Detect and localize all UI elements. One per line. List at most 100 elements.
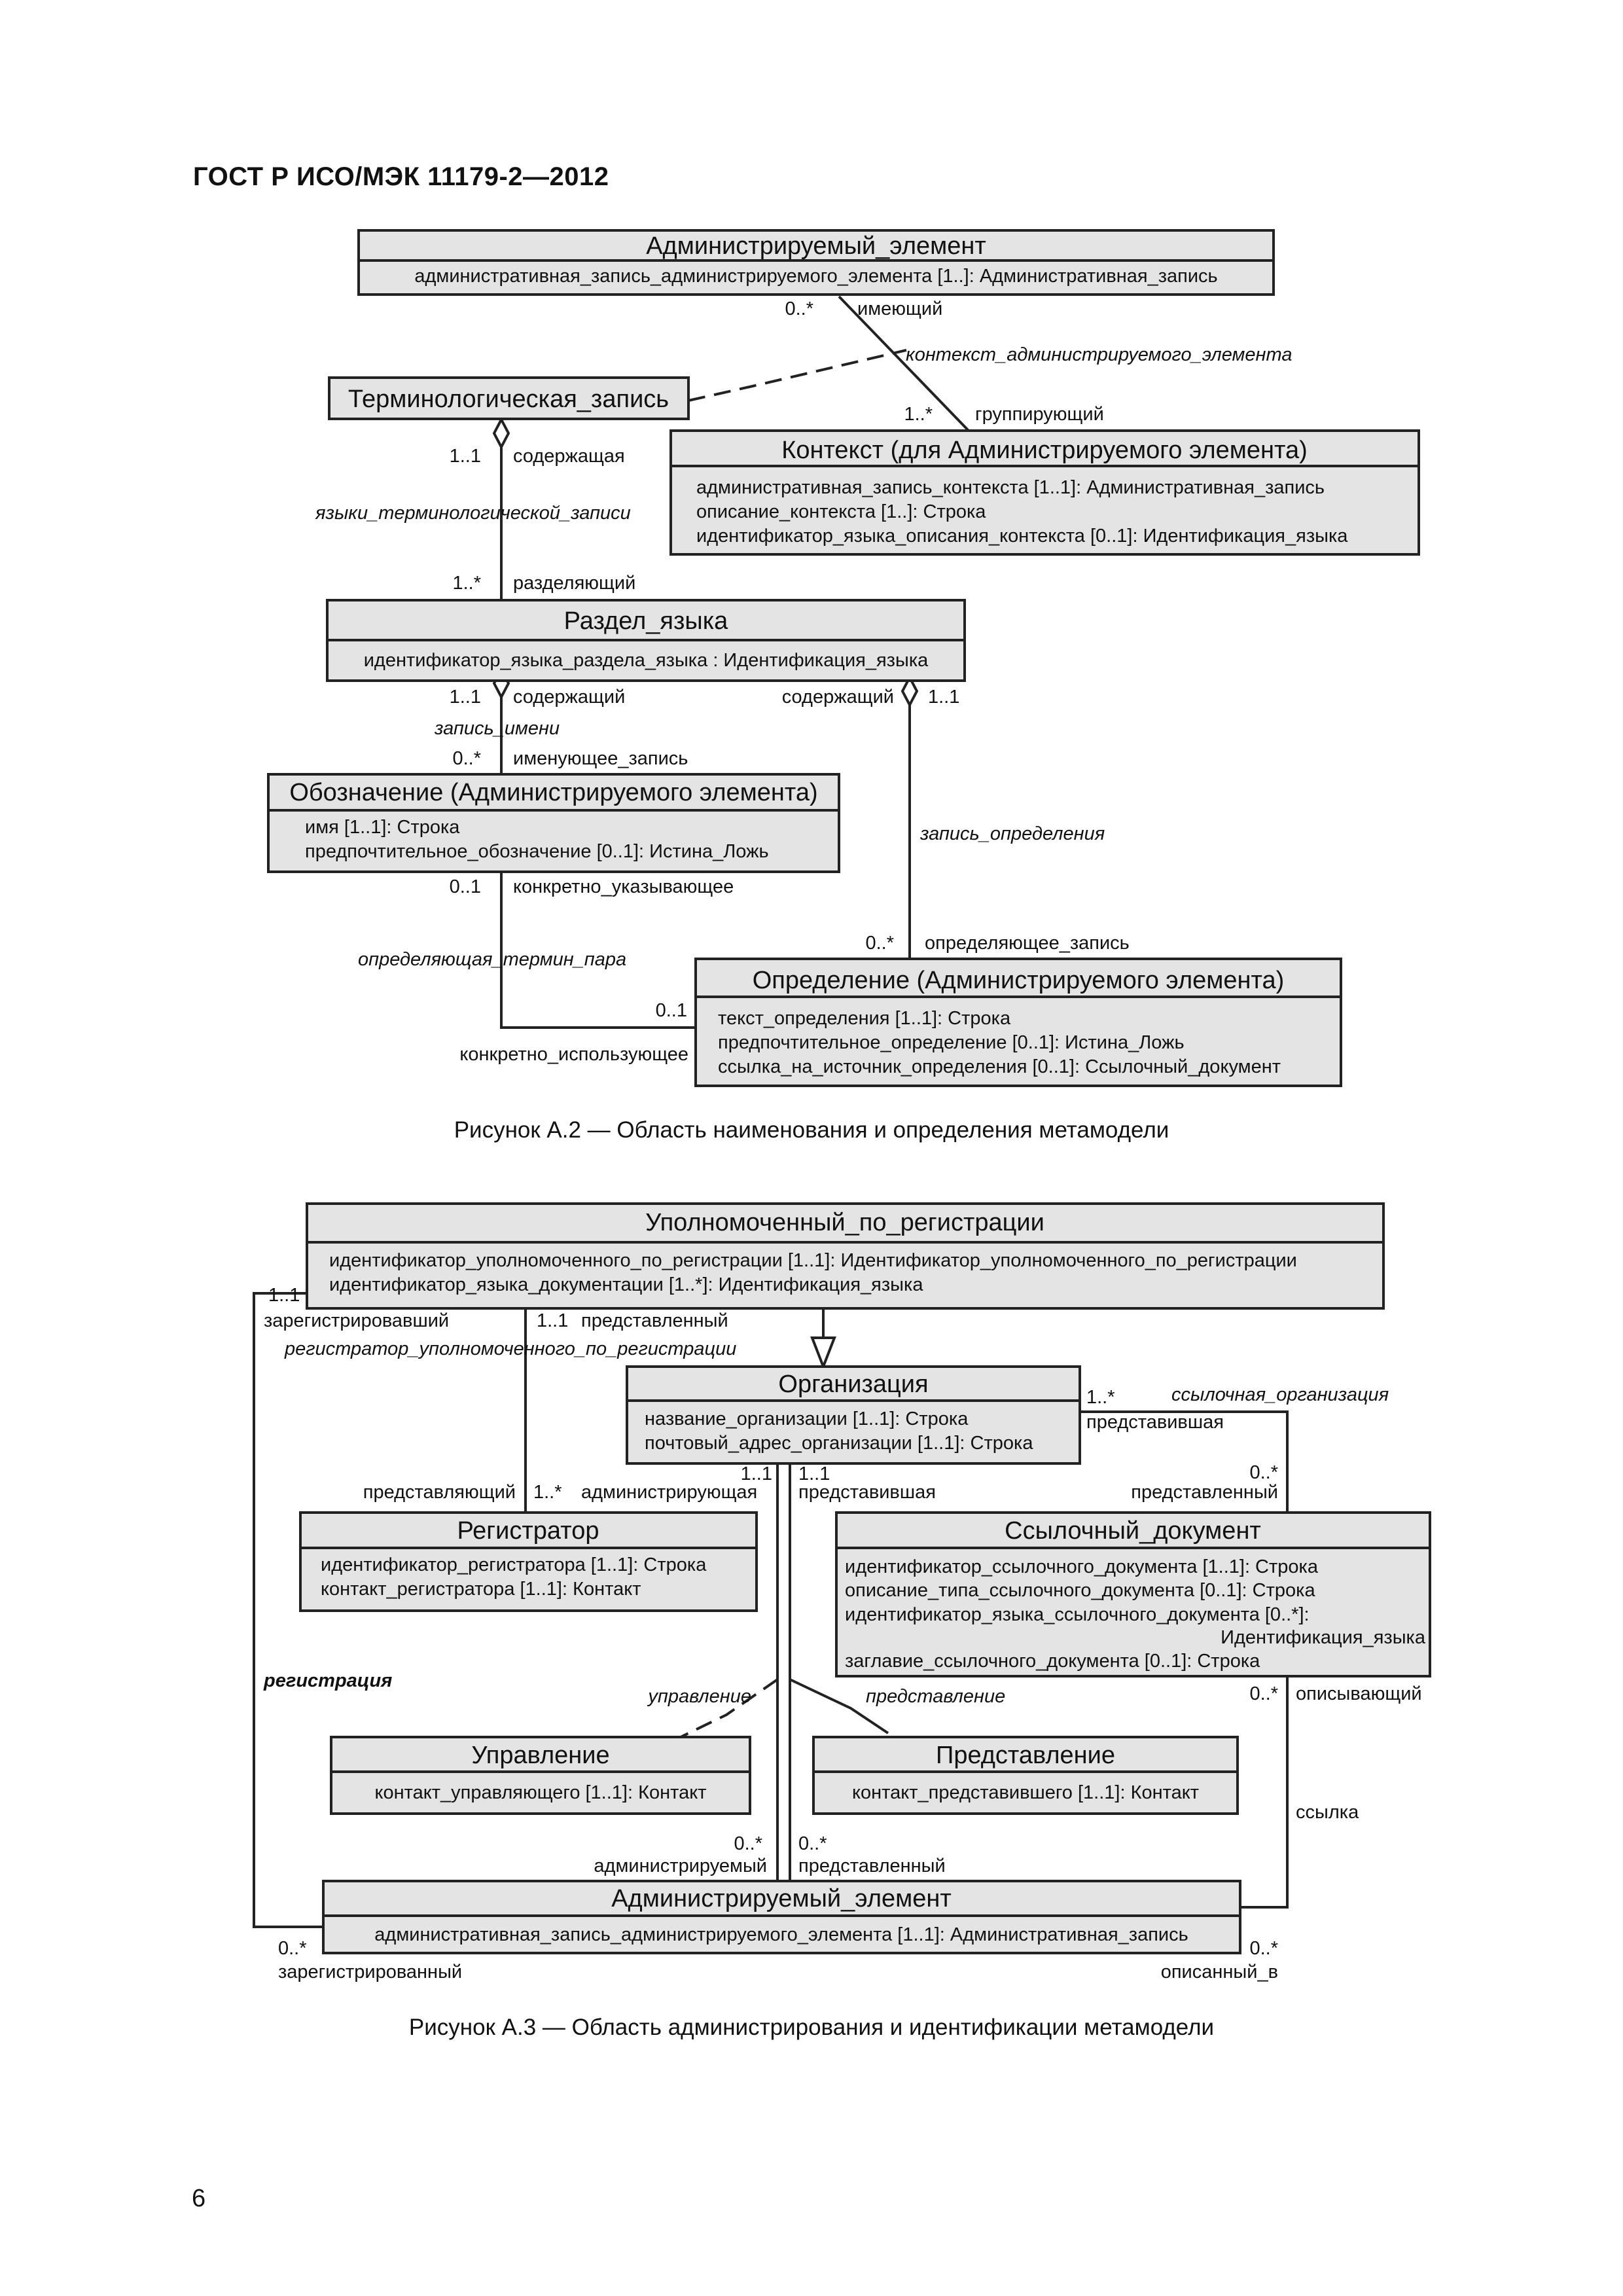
role-label: администрируемый bbox=[594, 1856, 767, 1876]
multiplicity-label: 1..1 bbox=[798, 1463, 830, 1484]
class-box-designation: Обозначение (Администрируемого элемента)… bbox=[267, 773, 840, 873]
role-label: представленный bbox=[798, 1856, 946, 1876]
class-attribute: контакт_регистратора [1..1]: Контакт bbox=[321, 1579, 641, 1600]
association-label: регистрация bbox=[263, 1670, 392, 1691]
role-label: описанный_в bbox=[1161, 1962, 1278, 1982]
class-attribute: предпочтительное_обозначение [0..1]: Ист… bbox=[305, 841, 769, 862]
class-attribute: описание_контекста [1..]: Строка bbox=[696, 501, 986, 522]
association-label: управление bbox=[647, 1686, 751, 1707]
aggregation-diamond bbox=[492, 416, 510, 450]
class-title: Администрируемый_элемент bbox=[611, 1885, 952, 1912]
class-box-reference-document: Ссылочный_документ идентификатор_ссылочн… bbox=[835, 1511, 1431, 1677]
role-label: разделяющий bbox=[513, 573, 635, 594]
assoc-line-reference bbox=[1240, 1676, 1289, 1909]
class-attribute: административная_запись_администрируемог… bbox=[414, 266, 1217, 287]
class-title: Регистратор bbox=[457, 1517, 599, 1545]
assoc-line-ref-org bbox=[1080, 1410, 1289, 1513]
multiplicity-label: 1..* bbox=[904, 404, 933, 425]
multiplicity-label: 1..1 bbox=[537, 1310, 568, 1331]
class-attribute: описание_типа_ссылочного_документа [0..1… bbox=[845, 1580, 1315, 1601]
class-attribute: имя [1..1]: Строка bbox=[305, 817, 460, 838]
multiplicity-label: 0..* bbox=[785, 298, 813, 319]
class-attribute: идентификатор_языка_документации [1..*]:… bbox=[329, 1274, 923, 1295]
multiplicity-label: 0..* bbox=[865, 933, 894, 954]
class-box-registrar: Регистратор идентификатор_регистратора [… bbox=[299, 1511, 758, 1612]
assoc-line-context bbox=[838, 295, 970, 432]
role-label: содержащая bbox=[513, 446, 625, 467]
class-attribute: заглавие_ссылочного_документа [0..1]: Ст… bbox=[845, 1651, 1260, 1672]
multiplicity-label: 1..1 bbox=[450, 687, 481, 708]
class-attribute: почтовый_адрес_организации [1..1]: Строк… bbox=[645, 1433, 1033, 1454]
multiplicity-label: 0..* bbox=[1249, 1683, 1278, 1704]
class-title: Администрируемый_элемент bbox=[646, 232, 986, 260]
role-label: зарегистрированный bbox=[278, 1962, 462, 1982]
role-label: конкретно_использующее bbox=[459, 1044, 688, 1065]
class-attribute: контакт_управляющего [1..1]: Контакт bbox=[374, 1782, 706, 1803]
multiplicity-label: 0..* bbox=[278, 1938, 307, 1959]
class-box-submission: Представление контакт_представившего [1.… bbox=[812, 1736, 1239, 1815]
multiplicity-label: 0..* bbox=[1249, 1462, 1278, 1483]
role-label: зарегистрировавший bbox=[264, 1310, 449, 1331]
role-label: описывающий bbox=[1296, 1683, 1422, 1704]
class-attribute: предпочтительное_определение [0..1]: Ист… bbox=[718, 1032, 1185, 1053]
class-attribute: административная_запись_администрируемог… bbox=[374, 1924, 1188, 1945]
role-label: содержащий bbox=[513, 687, 625, 708]
page-number: 6 bbox=[192, 2185, 206, 2212]
class-box-term-entry: Терминологическая_запись bbox=[328, 376, 690, 420]
multiplicity-label: 1..* bbox=[452, 573, 481, 594]
association-label: определяющая_термин_пара bbox=[358, 949, 626, 970]
class-attribute: идентификатор_языка_раздела_языка : Иден… bbox=[364, 650, 929, 671]
figure-a2: Администрируемый_элемент административна… bbox=[267, 229, 1420, 1087]
class-box-language-section: Раздел_языка идентификатор_языка_раздела… bbox=[326, 599, 966, 682]
figure-caption-a2: Рисунок А.2 — Область наименования и опр… bbox=[454, 1117, 1169, 1143]
class-title: Уполномоченный_по_регистрации bbox=[645, 1209, 1044, 1236]
class-title: Обозначение (Администрируемого элемента) bbox=[289, 779, 817, 806]
assoc-line-registration bbox=[253, 1292, 323, 1928]
association-label: запись_определения bbox=[919, 823, 1105, 844]
role-label: представленный bbox=[1131, 1482, 1278, 1503]
multiplicity-label: 0..* bbox=[798, 1833, 827, 1854]
role-label: именующее_запись bbox=[513, 748, 688, 769]
class-box-registration-authority: Уполномоченный_по_регистрации идентифика… bbox=[306, 1202, 1385, 1310]
role-label: представившая bbox=[798, 1482, 936, 1503]
class-attribute: контакт_представившего [1..1]: Контакт bbox=[852, 1782, 1199, 1803]
association-label: представление bbox=[866, 1686, 1005, 1707]
association-label: языки_терминологической_записи bbox=[315, 503, 631, 524]
multiplicity-label: 1..1 bbox=[450, 446, 481, 467]
multiplicity-label: 0..1 bbox=[656, 1000, 687, 1021]
multiplicity-label: 1..1 bbox=[928, 687, 959, 708]
role-label: представленный bbox=[581, 1310, 728, 1331]
aggregation-diamond bbox=[901, 674, 919, 708]
multiplicity-label: 0..* bbox=[452, 748, 481, 769]
class-title: Терминологическая_запись bbox=[348, 386, 669, 413]
role-label: группирующий bbox=[975, 404, 1104, 425]
class-attribute: ссылка_на_источник_определения [0..1]: С… bbox=[718, 1056, 1281, 1077]
figure-a3: Уполномоченный_по_регистрации идентифика… bbox=[253, 1202, 1431, 1982]
class-box-admin-item: Администрируемый_элемент административна… bbox=[357, 229, 1275, 296]
association-label: запись_имени bbox=[434, 718, 560, 739]
association-label: ссылочная_организация bbox=[1171, 1384, 1389, 1405]
generalization-arrow bbox=[810, 1336, 836, 1371]
multiplicity-label: 0..* bbox=[734, 1833, 762, 1854]
role-label: представляющий bbox=[363, 1482, 516, 1503]
association-label: ссылка bbox=[1296, 1802, 1359, 1823]
role-label: содержащий bbox=[782, 687, 894, 708]
multiplicity-label: 1..* bbox=[1086, 1387, 1115, 1408]
class-box-context: Контекст (для Администрируемого элемента… bbox=[669, 429, 1420, 556]
class-attribute: идентификатор_языка_описания_контекста [… bbox=[696, 526, 1348, 547]
association-label: контекст_администрируемого_элемента bbox=[906, 344, 1292, 365]
role-label: определяющее_запись bbox=[925, 933, 1130, 954]
role-label: представившая bbox=[1086, 1412, 1224, 1433]
role-label: администрирующая bbox=[581, 1482, 757, 1503]
multiplicity-label: 1..1 bbox=[268, 1285, 300, 1306]
class-attribute: название_организации [1..1]: Строка bbox=[645, 1408, 969, 1429]
association-label: регистратор_уполномоченного_по_регистрац… bbox=[284, 1338, 736, 1359]
role-label: конкретно_указывающее bbox=[513, 876, 734, 897]
class-title: Раздел_языка bbox=[564, 607, 729, 635]
assoc-line-term-pair bbox=[500, 871, 696, 1029]
assoc-dash-stewardship bbox=[680, 1678, 779, 1738]
class-title: Управление bbox=[471, 1742, 609, 1769]
class-attribute: идентификатор_регистратора [1..1]: Строк… bbox=[321, 1554, 707, 1575]
document-header: ГОСТ Р ИСО/МЭК 11179-2—2012 bbox=[193, 162, 609, 191]
class-attribute: Идентификация_языка bbox=[1221, 1627, 1426, 1648]
